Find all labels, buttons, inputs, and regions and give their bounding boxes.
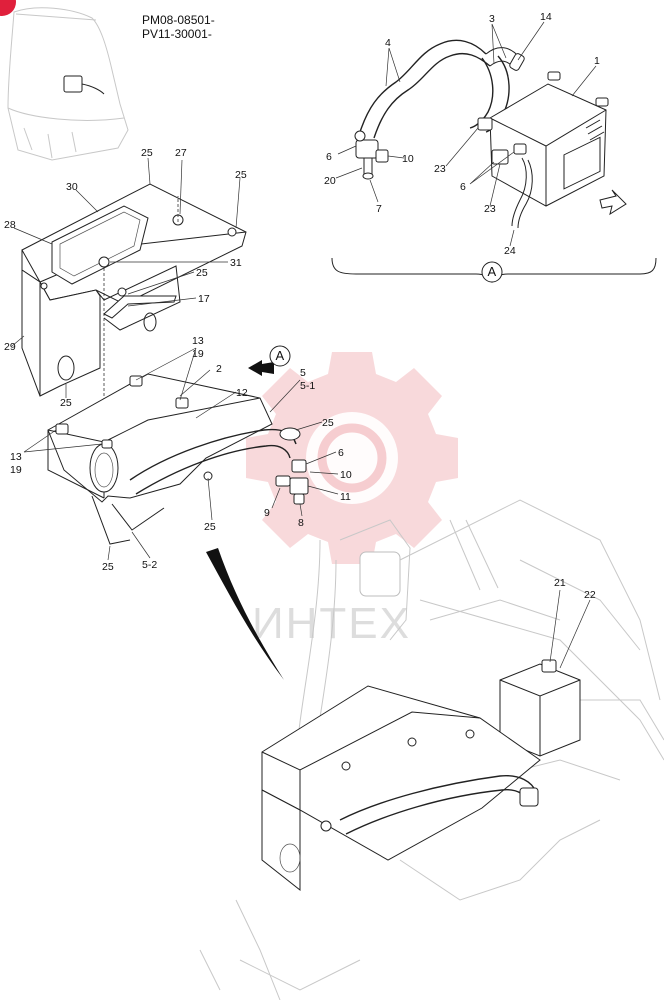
callout-30: 30 [66,181,78,193]
assembly-arrow [206,548,284,680]
callout-28: 28 [4,219,16,231]
callout-4: 4 [385,37,391,49]
callout-19-a: 19 [192,348,204,360]
callout-labels: 4 3 14 1 6 10 20 7 23 6 23 24 25 27 25 3… [4,11,600,601]
callout-8: 8 [298,517,304,529]
callout-20: 20 [324,175,336,187]
callout-25-d: 25 [60,397,72,409]
view-a-arrow-label: A [276,348,285,363]
callout-21: 21 [554,577,566,589]
callout-19-b: 19 [10,464,22,476]
callout-5-2: 5-2 [142,559,157,571]
callout-6-a: 6 [326,151,332,163]
callout-13-a: 13 [192,335,204,347]
callout-23-b: 23 [484,203,496,215]
callout-1: 1 [594,55,600,67]
watermark-text: ИНТЕХ [252,599,411,648]
watermark-logo: ИНТЕХ [246,352,458,648]
detail-view-a: A [331,21,657,284]
callout-6-c: 6 [338,447,344,459]
callout-25-f: 25 [204,521,216,533]
callout-17: 17 [198,293,210,305]
callout-10-a: 10 [402,153,414,165]
callout-12: 12 [236,387,248,399]
vehicle-chassis [199,499,664,1000]
serial-line-1: PM08-08501- [142,13,215,27]
detail-view-a-label: A [488,264,497,279]
callout-6-b: 6 [460,181,466,193]
view-a-arrow [248,360,274,376]
callout-23-a: 23 [434,163,446,175]
callout-13-b: 13 [10,451,22,463]
callout-2: 2 [216,363,222,375]
callout-24: 24 [504,245,516,257]
view-a-arrow-circle [269,345,291,367]
callout-31: 31 [230,257,242,269]
callout-7: 7 [376,203,382,215]
callout-25-e: 25 [322,417,334,429]
heater-housing-detail [7,7,129,161]
callout-9: 9 [264,507,270,519]
detail-view-a-circle [481,261,503,283]
callout-22: 22 [584,589,596,601]
corner-badge [0,0,16,16]
callout-25-a: 25 [141,147,153,159]
callout-29: 29 [4,341,16,353]
heater-cover-assembly: A [11,157,339,561]
callout-25-c: 25 [196,267,208,279]
serial-line-2: PV11-30001- [142,27,212,41]
callout-3: 3 [489,13,495,25]
callout-25-b: 25 [235,169,247,181]
callout-25-g: 25 [102,561,114,573]
callout-5-1: 5-1 [300,380,315,392]
callout-5: 5 [300,367,306,379]
callout-14: 14 [540,11,552,23]
callout-11: 11 [340,491,351,503]
callout-27: 27 [175,147,187,159]
callout-10-c: 10 [340,469,352,481]
